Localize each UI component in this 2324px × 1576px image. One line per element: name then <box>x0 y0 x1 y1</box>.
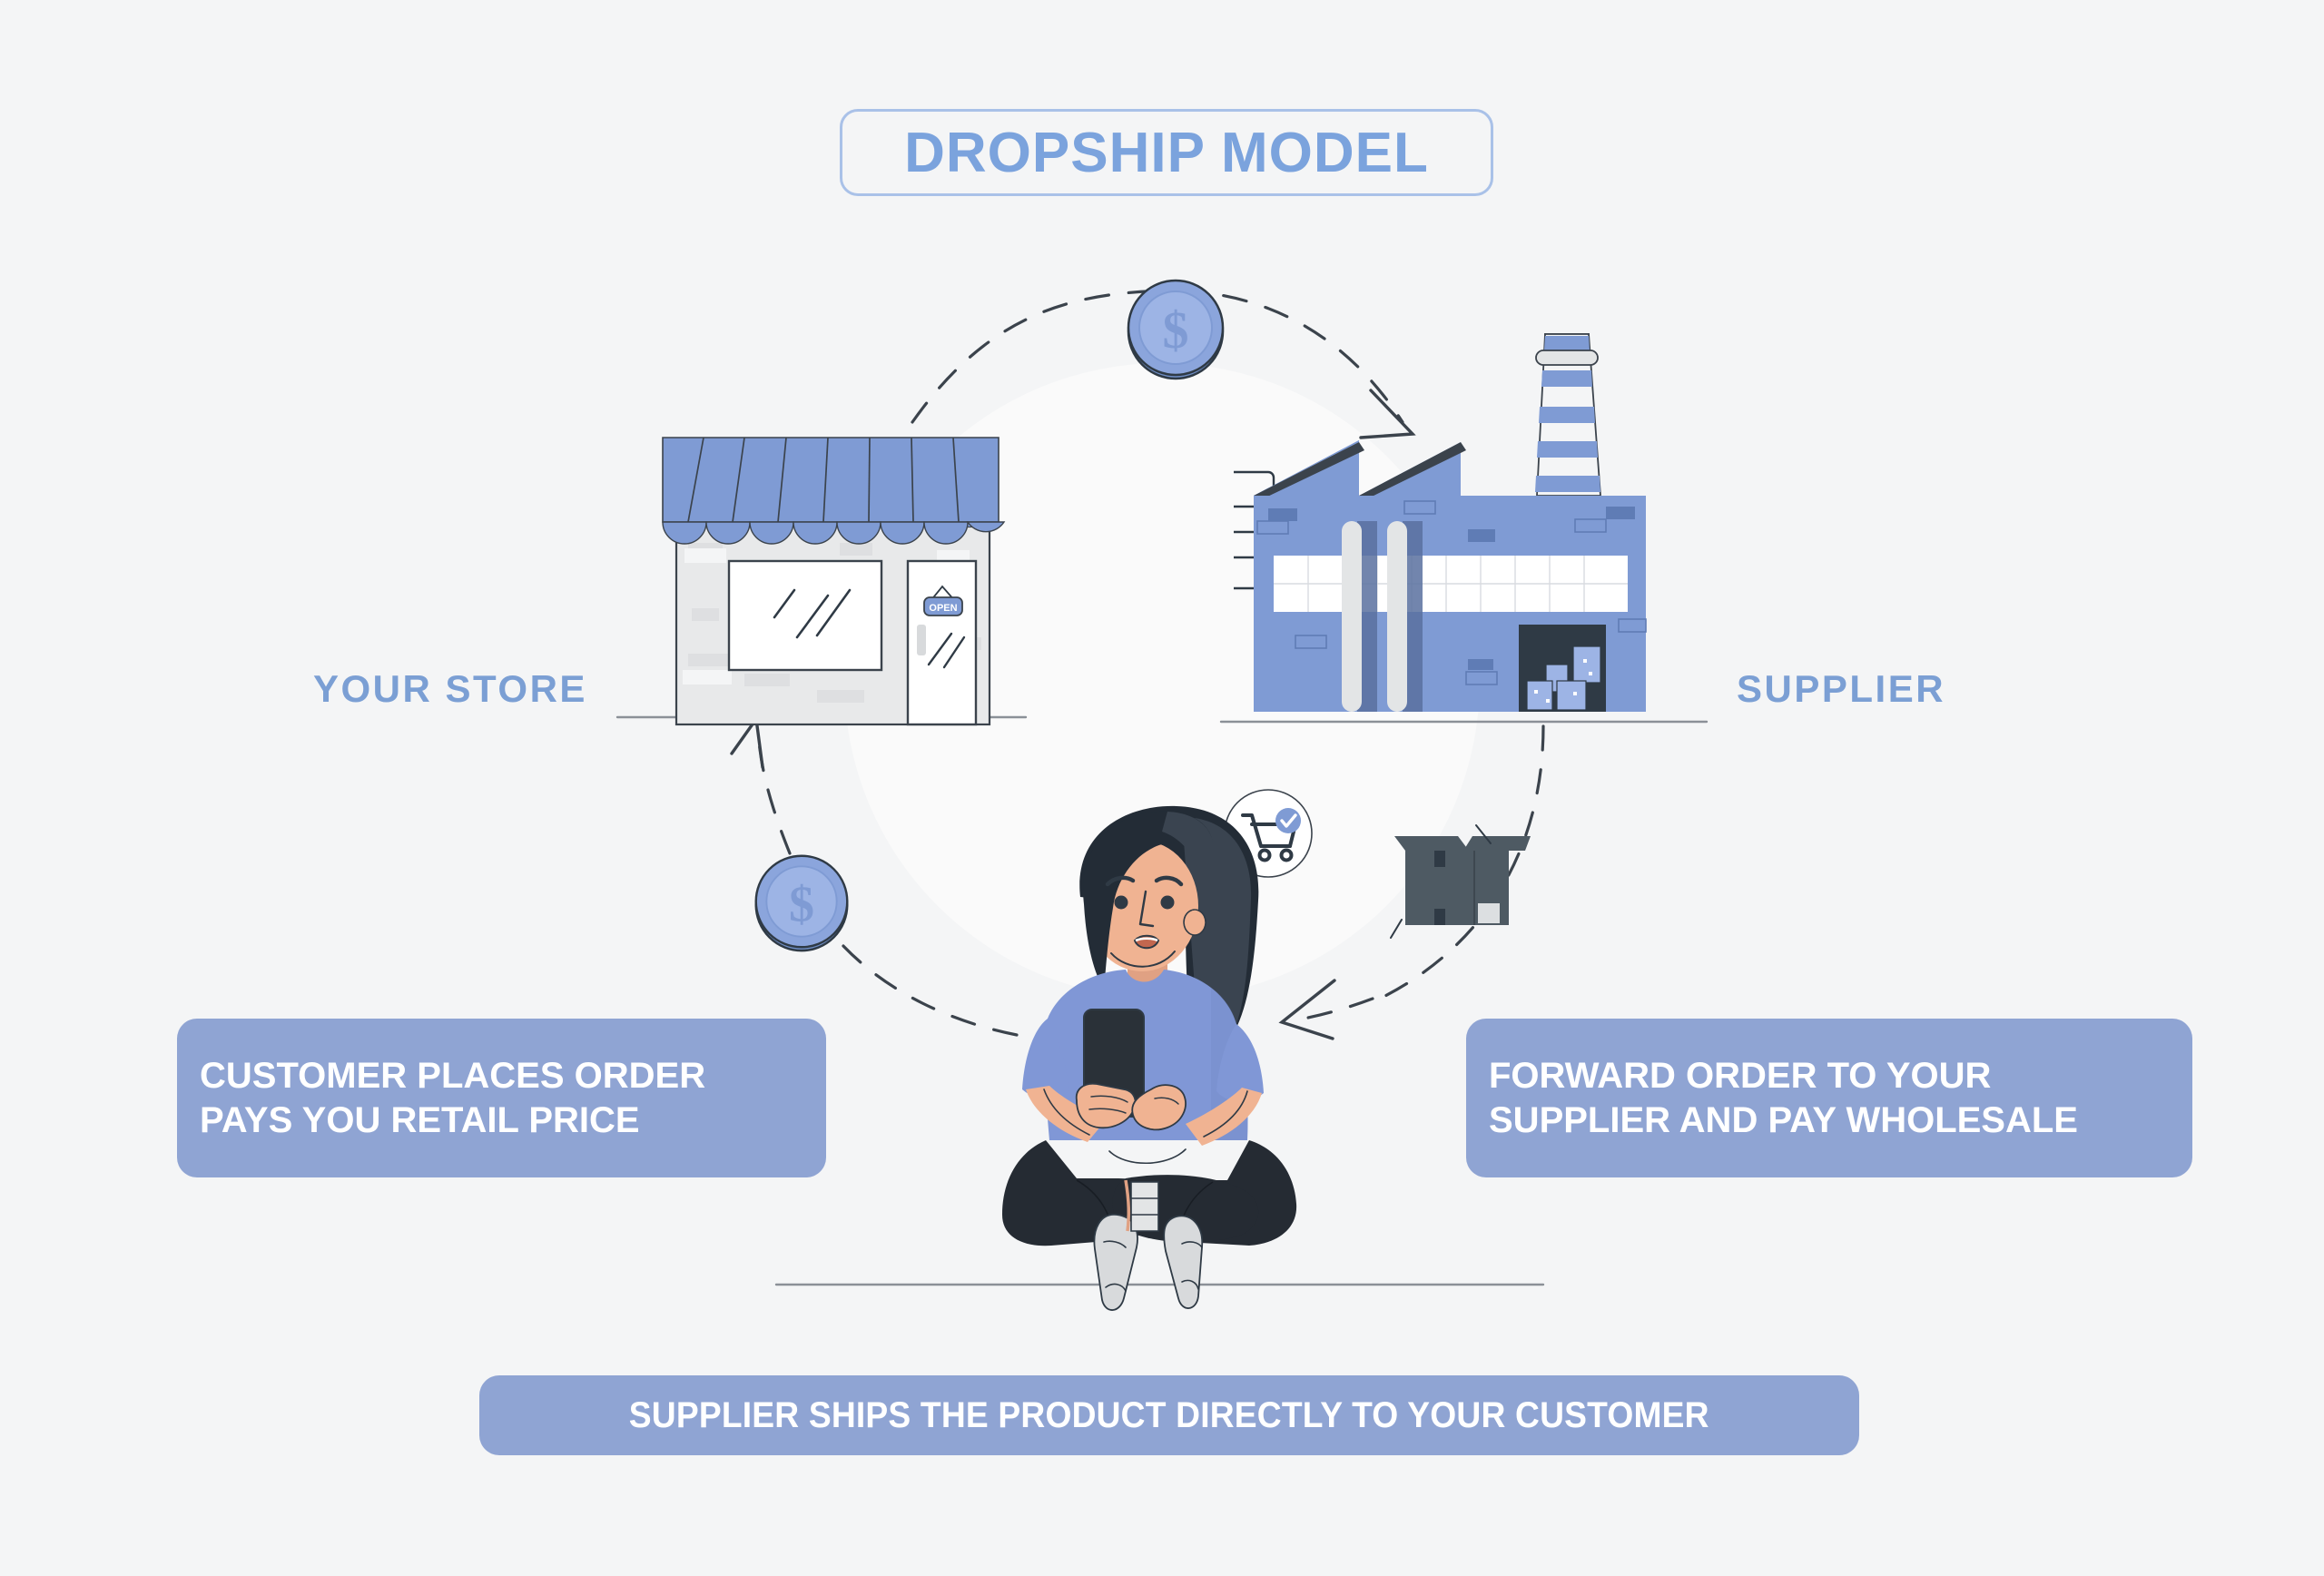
badge-right-line-1: FORWARD ORDER TO YOUR <box>1489 1055 1992 1096</box>
badge-bottom-line-1: SUPPLIER SHIPS THE PRODUCT DIRECTLY TO Y… <box>629 1394 1709 1435</box>
svg-text:$: $ <box>789 876 814 932</box>
arrow-customer-to-store-path-2 <box>756 729 792 855</box>
page-title-box: DROPSHIP MODEL <box>840 109 1493 196</box>
factory-icon <box>1234 333 1647 712</box>
badge-supplier-ships-product: SUPPLIER SHIPS THE PRODUCT DIRECTLY TO Y… <box>479 1375 1859 1455</box>
badge-left-line-1: CUSTOMER PLACES ORDER <box>200 1055 706 1096</box>
arrow-store-to-supplier-path <box>911 289 1173 424</box>
badge-left-line-2: PAYS YOU RETAIL PRICE <box>200 1099 640 1140</box>
storefront-icon: OPEN <box>662 437 1006 726</box>
node-label-your-store: YOUR STORE <box>313 667 587 710</box>
order-confirmed-bubble <box>1215 789 1313 884</box>
page-title: DROPSHIP MODEL <box>904 121 1429 184</box>
arrow-supplier-to-customer-path <box>1378 724 1545 1000</box>
check-circle-icon <box>1275 808 1301 833</box>
store-open-sign-text: OPEN <box>929 603 957 614</box>
badge-customer-places-order: CUSTOMER PLACES ORDER PAYS YOU RETAIL PR… <box>177 1019 826 1177</box>
badge-right-line-2: SUPPLIER AND PAY WHOLESALE <box>1489 1099 2078 1140</box>
arrow-supplier-to-customer-path-2 <box>1287 997 1374 1023</box>
arrow-store-to-supplier-path-2 <box>1178 289 1404 424</box>
node-label-supplier: SUPPLIER <box>1737 667 1946 710</box>
svg-text:$: $ <box>1163 300 1189 360</box>
arrow-supplier-to-customer-head <box>1278 979 1336 1040</box>
coin-icon-top: $ <box>1127 279 1225 380</box>
badge-forward-order-to-supplier: FORWARD ORDER TO YOUR SUPPLIER AND PAY W… <box>1466 1019 2192 1177</box>
arrow-store-to-supplier-head <box>1359 389 1416 439</box>
person-with-phone-icon <box>1002 805 1297 1311</box>
coin-icon-left: $ <box>754 854 849 952</box>
open-box-icon <box>1390 824 1531 939</box>
